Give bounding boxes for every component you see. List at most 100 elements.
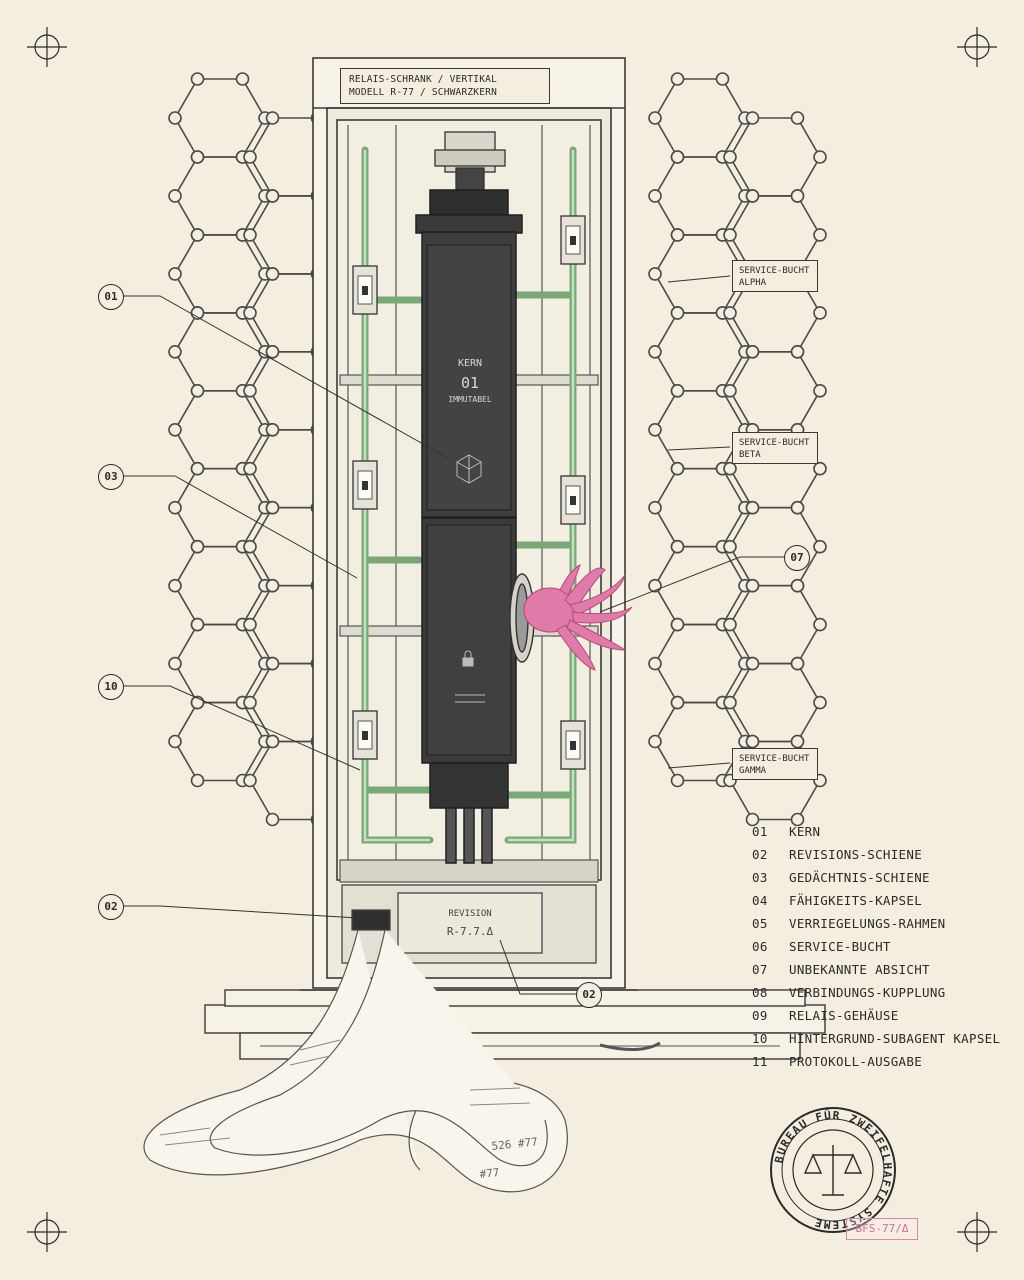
hex-cell xyxy=(174,701,266,782)
callout-10: 10 xyxy=(98,674,124,700)
hex-cell xyxy=(174,545,266,626)
hex-cell xyxy=(174,623,266,704)
hex-cell xyxy=(654,467,746,548)
registration-marks xyxy=(27,27,997,1252)
hex-node xyxy=(723,228,737,242)
hex-node xyxy=(648,500,662,515)
hex-node xyxy=(813,617,827,632)
hex-node xyxy=(670,72,685,86)
legend-label: GEDÄCHTNIS-SCHIENE xyxy=(789,870,930,885)
lock-icon xyxy=(462,657,474,667)
legend-number: 08 xyxy=(752,985,768,1000)
hex-node xyxy=(265,578,280,593)
log-output-tape xyxy=(143,929,568,1193)
hex-node xyxy=(790,812,805,827)
service-bay-alpha: SERVICE-BUCHT ALPHA xyxy=(732,260,818,292)
hex-node xyxy=(243,461,257,476)
hex-node xyxy=(670,695,685,710)
crosshair-icon xyxy=(957,27,997,67)
hex-node xyxy=(790,344,805,359)
hex-node xyxy=(243,228,257,242)
hex-node xyxy=(648,189,662,203)
hex-node xyxy=(813,306,827,320)
legend-label: PROTOKOLL-AUSGABE xyxy=(789,1054,923,1069)
capability-capsule xyxy=(560,475,586,525)
stamp-code: BFS-77/Δ xyxy=(846,1218,918,1240)
service-bay-beta: SERVICE-BUCHT BETA xyxy=(732,432,818,464)
hex-node xyxy=(813,539,827,554)
core-tag: IMMUTABEL xyxy=(448,395,492,404)
hex-node xyxy=(265,111,280,125)
capability-capsule xyxy=(352,265,378,315)
callout-02-drawer: 02 xyxy=(576,982,602,1008)
hex-cell xyxy=(729,662,821,743)
hex-node xyxy=(745,734,760,749)
hex-node xyxy=(168,267,182,281)
bay-gamma-line-2: GAMMA xyxy=(739,766,767,776)
core-label: KERN xyxy=(457,358,483,369)
hex-node xyxy=(670,773,685,788)
hex-node xyxy=(235,72,250,86)
hex-node xyxy=(813,695,827,710)
hex-node xyxy=(265,344,280,359)
hex-node xyxy=(265,734,280,749)
legend-label: FÄHIGKEITS-KAPSEL xyxy=(789,893,923,908)
hex-cell xyxy=(654,545,746,626)
bureau-stamp xyxy=(770,1107,896,1233)
hex-node xyxy=(243,383,257,398)
legend-number: 03 xyxy=(752,870,768,885)
core-details xyxy=(455,454,485,703)
hex-node xyxy=(243,695,257,710)
hex-node xyxy=(168,500,182,515)
crosshair-icon xyxy=(27,27,67,67)
bay-beta-line-1: SERVICE-BUCHT xyxy=(739,438,810,448)
callout-03: 03 xyxy=(98,464,124,490)
tape-print-marks xyxy=(159,1039,531,1146)
bay-alpha-line-2: ALPHA xyxy=(739,278,767,288)
hex-node xyxy=(243,306,257,320)
hex-node xyxy=(745,656,760,671)
hex-cell xyxy=(654,312,746,392)
fuse-icon xyxy=(362,731,368,740)
legend-label: VERRIEGELUNGS-RAHMEN xyxy=(789,916,946,931)
hex-node xyxy=(648,656,662,671)
legend-label: KERN xyxy=(789,824,821,839)
legend-label: HINTERGRUND-SUBAGENT KAPSEL xyxy=(789,1031,1001,1046)
hex-node xyxy=(265,500,280,515)
hex-node xyxy=(745,111,760,125)
hex-cell xyxy=(174,234,266,314)
hex-node xyxy=(648,422,662,437)
hex-node xyxy=(723,617,737,632)
revision-plate: REVISION R-7.7.Δ xyxy=(400,895,540,947)
hex-cell xyxy=(654,156,746,236)
connection-coupling xyxy=(509,573,535,663)
hex-node xyxy=(723,383,737,398)
hex-node xyxy=(190,228,205,242)
hex-node xyxy=(745,578,760,593)
hex-node xyxy=(190,461,205,476)
capability-capsule xyxy=(560,215,586,265)
hex-cell xyxy=(729,506,821,587)
hex-cell xyxy=(174,312,266,392)
legend-number: 10 xyxy=(752,1031,768,1046)
tape-print-text: 526 #77 #77 xyxy=(479,1135,538,1181)
capability-capsule xyxy=(352,710,378,760)
hex-node xyxy=(243,617,257,632)
hex-node xyxy=(190,150,205,164)
tape-line-1: 526 #77 xyxy=(491,1135,538,1153)
legend-label: RELAIS-GEHÄUSE xyxy=(789,1008,899,1023)
hex-node xyxy=(723,306,737,320)
hex-cell xyxy=(174,467,266,548)
legend-number: 06 xyxy=(752,939,768,954)
fuse-icon xyxy=(570,496,576,505)
unknown-intent-tentacles xyxy=(523,564,633,671)
hex-node xyxy=(168,422,182,437)
hex-node xyxy=(670,539,685,554)
